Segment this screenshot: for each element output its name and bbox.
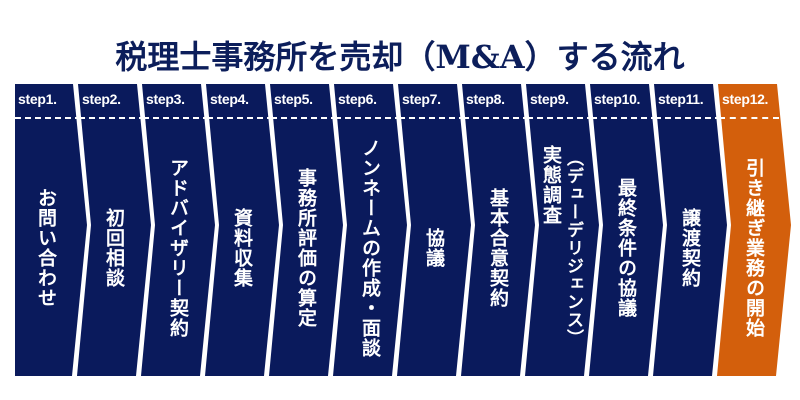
step-9: step9. （デューデリジェンス）実態調査 bbox=[525, 84, 607, 376]
dashed-divider bbox=[335, 117, 401, 119]
step-label-line: 引き継ぎ業務の開始 bbox=[743, 158, 765, 338]
step-label: ノンネームの作成・面談 bbox=[359, 138, 381, 358]
step-1: step1. お問い合わせ bbox=[15, 84, 95, 376]
step-number: step4. bbox=[210, 91, 249, 107]
step-label-container: 最終条件の協議 bbox=[597, 126, 655, 370]
step-10: step10. 最終条件の協議 bbox=[589, 84, 671, 376]
step-label-line: お問い合わせ bbox=[35, 188, 57, 308]
step-7: step7. 協議 bbox=[397, 84, 479, 376]
step-label-container: アドバイザリー契約 bbox=[149, 126, 207, 370]
step-number: step9. bbox=[530, 91, 569, 107]
step-label-container: 引き継ぎ業務の開始 bbox=[725, 126, 783, 370]
step-number: step12. bbox=[722, 91, 769, 107]
step-label-line: （デューデリジェンス） bbox=[563, 149, 583, 347]
step-label: （デューデリジェンス）実態調査 bbox=[540, 145, 584, 347]
step-label: 協議 bbox=[423, 228, 445, 268]
step-label: 最終条件の協議 bbox=[615, 178, 637, 318]
step-number: step5. bbox=[274, 91, 313, 107]
step-shape bbox=[525, 84, 599, 376]
step-number: step1. bbox=[18, 91, 57, 107]
step-shape bbox=[461, 84, 535, 376]
step-label: アドバイザリー契約 bbox=[167, 158, 189, 338]
step-label-line: 協議 bbox=[423, 228, 445, 268]
dashed-divider bbox=[719, 117, 779, 119]
step-label: 初回相談 bbox=[103, 208, 125, 288]
step-label-line: 初回相談 bbox=[103, 208, 125, 288]
step-shape bbox=[397, 84, 471, 376]
step-8: step8. 基本合意契約 bbox=[461, 84, 543, 376]
dashed-divider bbox=[15, 117, 81, 119]
dashed-divider bbox=[271, 117, 337, 119]
step-label-line: 最終条件の協議 bbox=[615, 178, 637, 318]
step-label: 事務所評価の算定 bbox=[295, 168, 317, 328]
dashed-divider bbox=[399, 117, 465, 119]
dashed-divider bbox=[463, 117, 529, 119]
step-shape bbox=[205, 84, 279, 376]
page-title: 税理士事務所を売却（M&A）する流れ bbox=[115, 38, 685, 77]
step-label-container: （デューデリジェンス）実態調査 bbox=[533, 126, 591, 370]
step-label-line: 実態調査 bbox=[540, 145, 562, 225]
step-shape bbox=[589, 84, 663, 376]
step-label: 引き継ぎ業務の開始 bbox=[743, 158, 765, 338]
step-label: 基本合意契約 bbox=[487, 188, 509, 308]
step-11: step11. 譲渡契約 bbox=[653, 84, 735, 376]
step-label-container: ノンネームの作成・面談 bbox=[341, 126, 399, 370]
step-label: 資料収集 bbox=[231, 208, 253, 288]
step-number: step6. bbox=[338, 91, 377, 107]
step-number: step3. bbox=[146, 91, 185, 107]
step-4: step4. 資料収集 bbox=[205, 84, 287, 376]
step-number: step2. bbox=[82, 91, 121, 107]
dashed-divider bbox=[143, 117, 209, 119]
step-shape bbox=[333, 84, 407, 376]
step-12: step12. 引き継ぎ業務の開始 bbox=[717, 84, 799, 376]
step-number: step8. bbox=[466, 91, 505, 107]
dashed-divider bbox=[79, 117, 145, 119]
step-shape bbox=[141, 84, 215, 376]
step-label-container: お問い合わせ bbox=[17, 126, 75, 370]
step-3: step3. アドバイザリー契約 bbox=[141, 84, 223, 376]
step-label-container: 初回相談 bbox=[85, 126, 143, 370]
step-number: step10. bbox=[594, 91, 641, 107]
dashed-divider bbox=[655, 117, 721, 119]
step-label-line: 基本合意契約 bbox=[487, 188, 509, 308]
step-label-container: 資料収集 bbox=[213, 126, 271, 370]
step-number: step11. bbox=[658, 91, 704, 107]
step-label-container: 基本合意契約 bbox=[469, 126, 527, 370]
step-label-container: 協議 bbox=[405, 126, 463, 370]
step-label-container: 事務所評価の算定 bbox=[277, 126, 335, 370]
step-shape bbox=[653, 84, 727, 376]
step-label-line: アドバイザリー契約 bbox=[167, 158, 189, 338]
step-label-line: ノンネームの作成・面談 bbox=[359, 138, 381, 358]
step-shape bbox=[269, 84, 343, 376]
step-6: step6. ノンネームの作成・面談 bbox=[333, 84, 415, 376]
step-label-line: 事務所評価の算定 bbox=[295, 168, 317, 328]
step-label: 譲渡契約 bbox=[679, 208, 701, 288]
step-2: step2. 初回相談 bbox=[77, 84, 159, 376]
step-label-container: 譲渡契約 bbox=[661, 126, 719, 370]
step-shape bbox=[717, 84, 791, 376]
step-label: お問い合わせ bbox=[35, 188, 57, 308]
dashed-divider bbox=[591, 117, 657, 119]
step-shape bbox=[77, 84, 151, 376]
step-5: step5. 事務所評価の算定 bbox=[269, 84, 351, 376]
dashed-divider bbox=[207, 117, 273, 119]
step-number: step7. bbox=[402, 91, 441, 107]
step-label-line: 資料収集 bbox=[231, 208, 253, 288]
step-label-line: 譲渡契約 bbox=[679, 208, 701, 288]
step-shape bbox=[15, 84, 87, 376]
dashed-divider bbox=[527, 117, 593, 119]
